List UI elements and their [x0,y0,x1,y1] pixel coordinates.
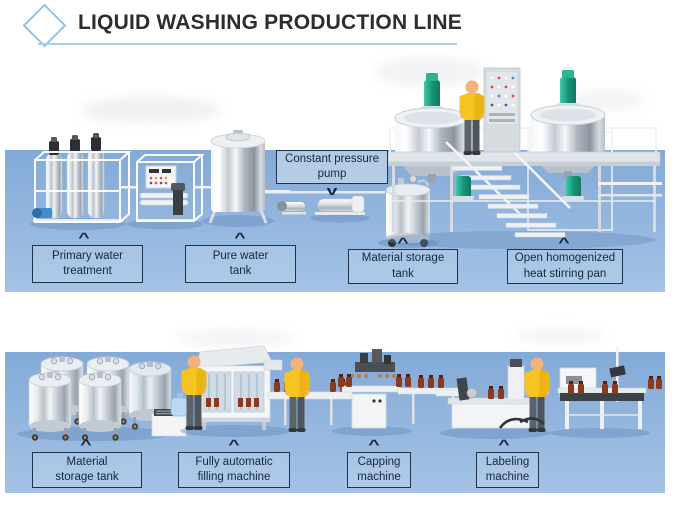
label-open-homogenized-heat-stirring-pan: Open homogenized heat stirring pan [507,249,623,284]
callout-line: pump [317,168,347,180]
primary-water-treatment-unit [30,133,132,230]
label-labeling-machine: Labeling machine [476,452,539,488]
label-line: Material storage [361,252,445,265]
label-line: tank [229,265,252,277]
fully-automatic-filling-machine-illustration [180,345,290,437]
caret-up-icon: ^ [228,437,240,452]
label-line: storage tank [55,471,119,483]
caret-up-icon: ^ [78,230,90,245]
label-line: Labeling [485,455,530,468]
label-line: machine [485,471,530,483]
pure-water-tank-illustration [202,130,290,227]
homogenizer-pumps [452,176,584,200]
open-homogenized-heat-stirring-pan-station [385,67,662,249]
label-line: Fully automatic [195,455,273,468]
background-smudges [80,57,645,347]
label-line: tank [392,267,414,280]
output-conveyor-station [519,346,662,438]
label-line: heat stirring pan [523,267,607,280]
capping-machine-illustration [332,349,469,436]
label-line: machine [357,471,401,483]
label-fully-automatic-filling-machine: Fully automatic filling machine [178,452,290,488]
labeling-machine-illustration [435,359,550,439]
caret-up-icon: ^ [368,437,380,452]
constant-pressure-pumps-illustration [265,191,385,223]
label-line: Primary water [52,249,123,262]
label-primary-water-treatment: Primary water treatment [32,245,143,283]
label-line: Pure water [212,249,269,262]
caret-up-icon: ^ [397,235,409,250]
label-line: treatment [63,265,112,277]
transfer-pump-table [151,409,187,437]
caret-up-icon: ^ [80,437,92,452]
callout-constant-pressure-pump: Constant pressure pump [276,150,388,184]
label-pure-water-tank: Pure water tank [185,245,296,283]
label-line: Material [66,455,108,468]
caret-down-icon: v [326,183,338,198]
caret-up-icon: ^ [498,437,510,452]
label-material-storage-tank-bottom: Material storage tank [32,452,142,488]
label-material-storage-tank-top: Material storage tank [348,249,458,284]
caret-up-icon: ^ [234,230,246,245]
label-capping-machine: Capping machine [347,452,411,488]
material-storage-tanks-illustration-bottom [17,355,173,442]
platform-stairs [445,137,571,238]
water-bottle [170,393,190,417]
callout-line: Constant pressure [285,152,379,165]
control-cabinet [483,67,521,153]
caret-up-icon: ^ [558,235,570,250]
label-line: Capping [357,455,401,468]
title-underline [38,43,457,45]
ro-purification-unit [120,154,212,230]
label-line: filling machine [197,471,271,483]
page-title: LIQUID WASHING PRODUCTION LINE [78,11,462,34]
label-line: Open homogenized [514,252,616,265]
